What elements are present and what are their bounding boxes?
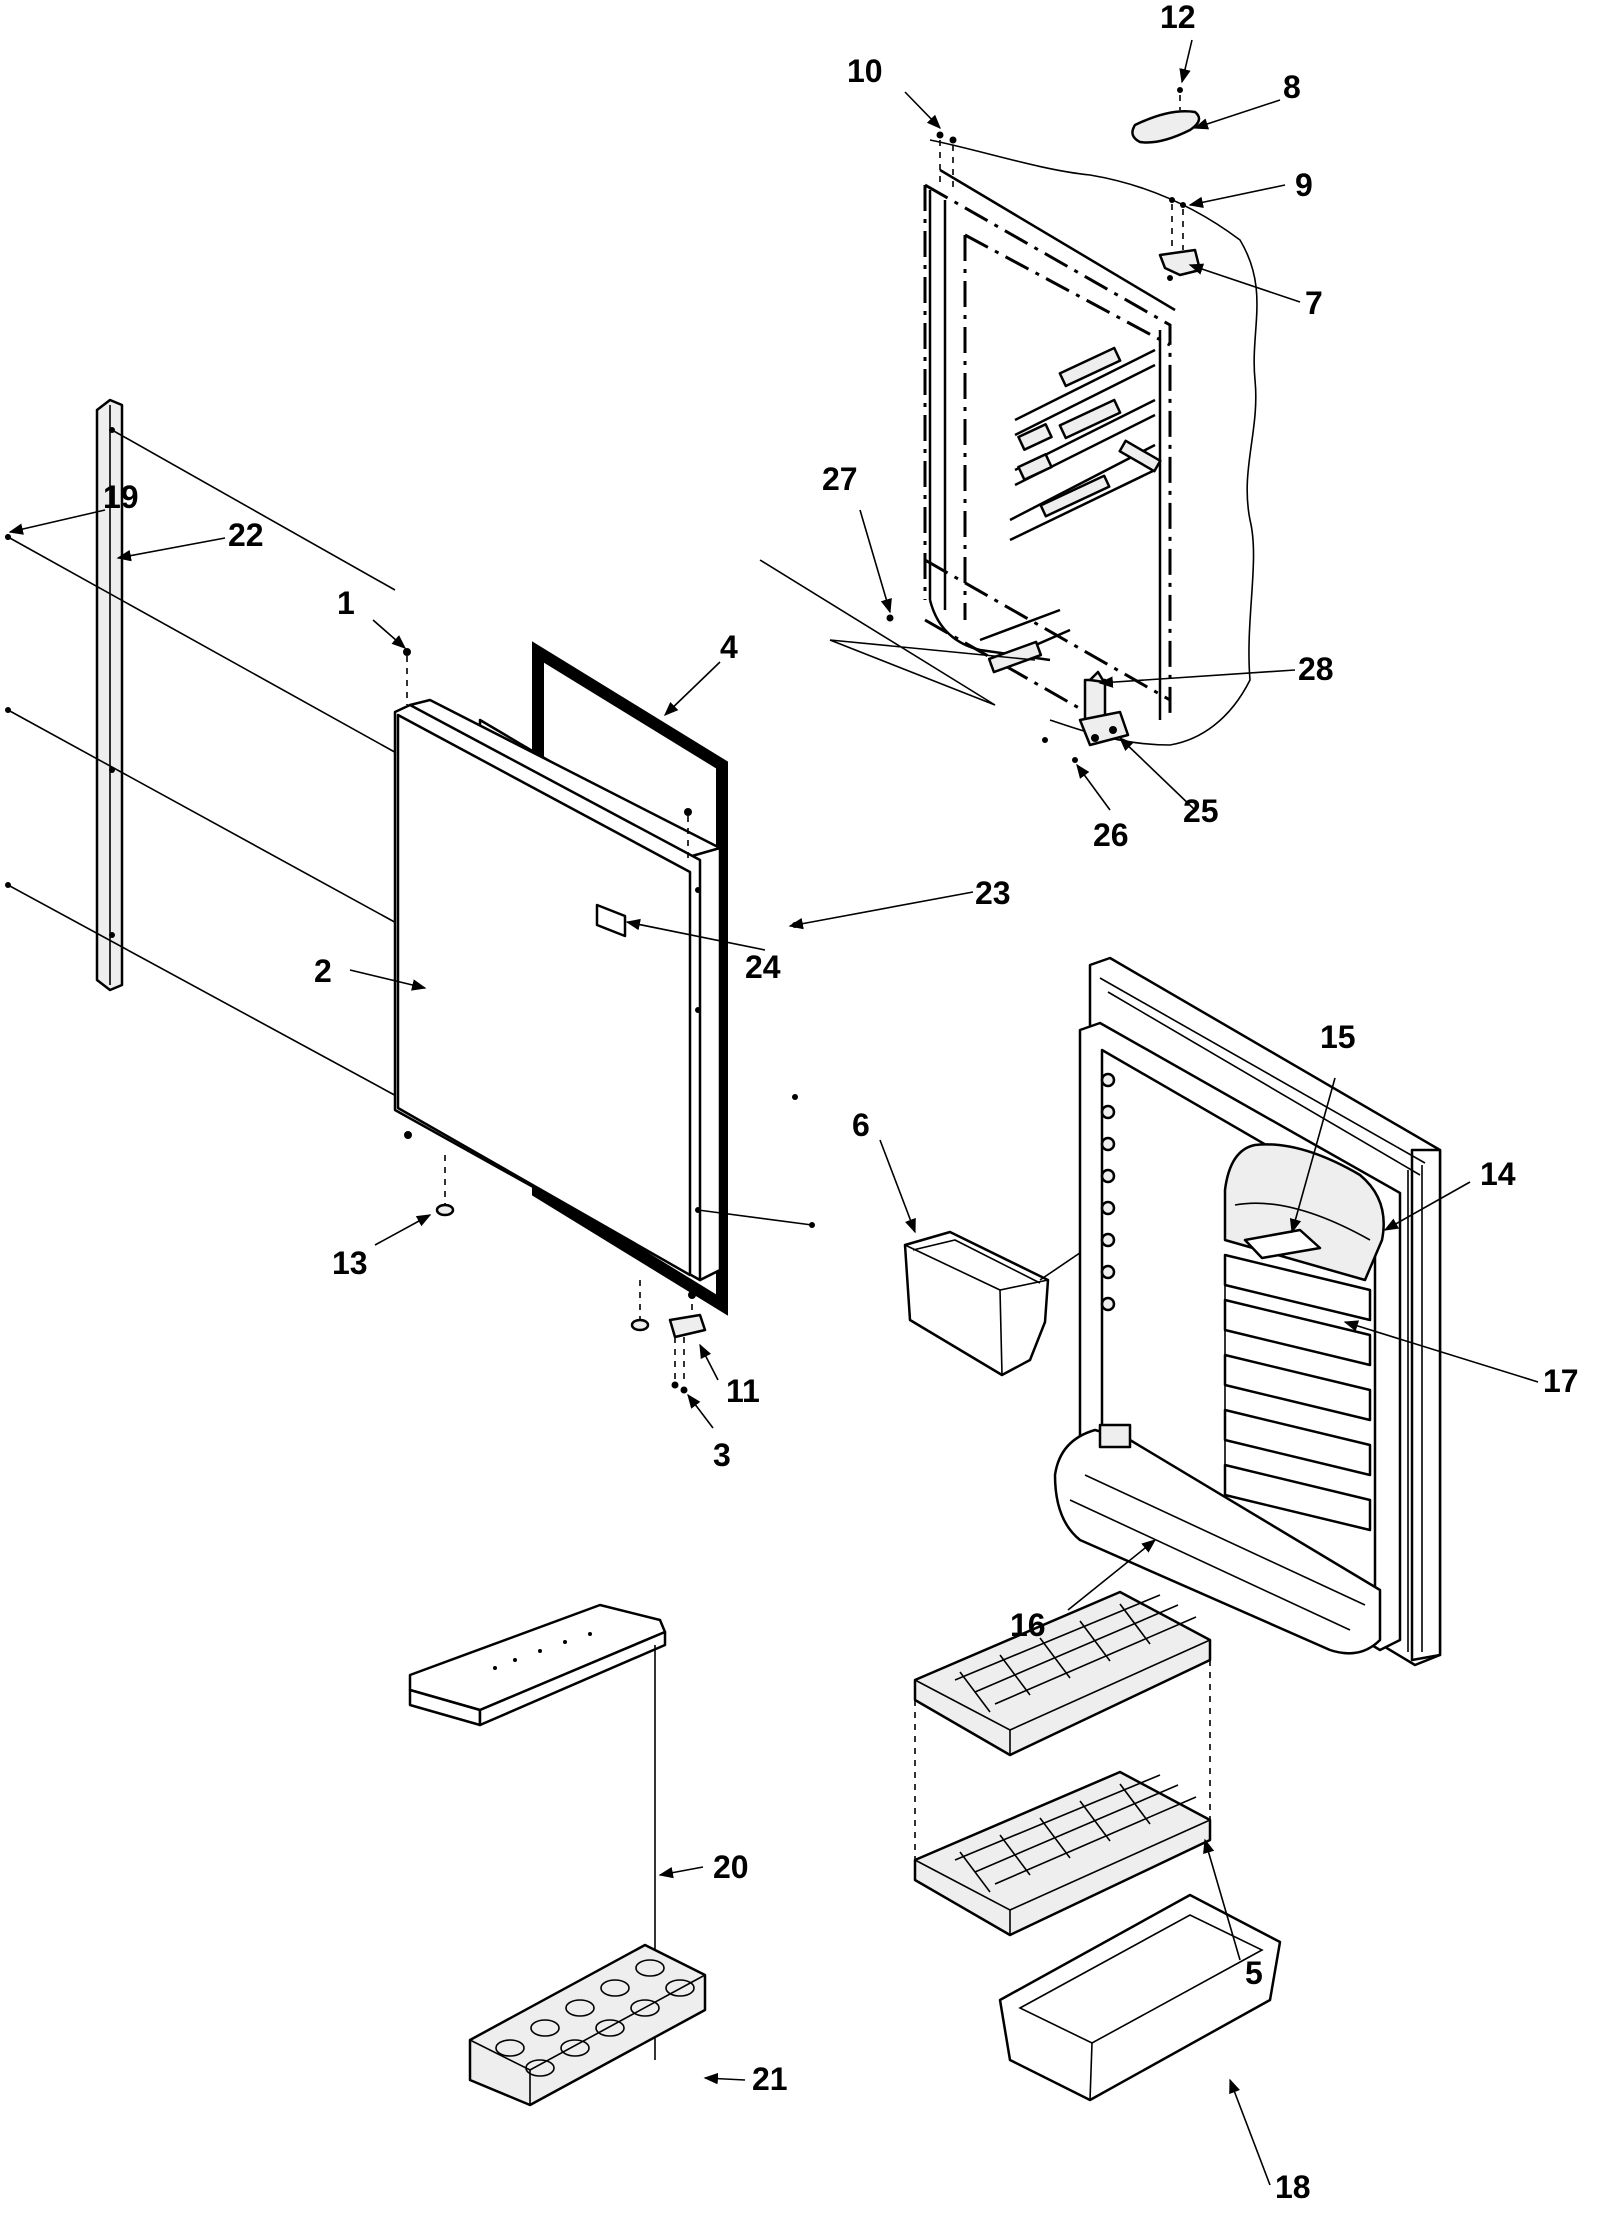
callout-5: 5 [1245,1955,1263,1991]
callout-19: 19 [103,479,139,515]
callout-12: 12 [1160,0,1196,35]
fresh-food-door [1053,956,1442,1667]
callout-28: 28 [1298,651,1334,687]
callout-3: 3 [713,1437,731,1473]
callout-7: 7 [1305,285,1323,321]
callout-13: 13 [332,1245,368,1281]
callout-26: 26 [1093,817,1129,853]
callout-27: 27 [822,461,858,497]
callout-8: 8 [1283,69,1301,105]
callout-18: 18 [1275,2169,1311,2205]
callout-10: 10 [847,53,883,89]
callout-16: 16 [1010,1607,1046,1643]
callout-22: 22 [228,517,264,553]
callout-6: 6 [852,1107,870,1143]
callout-4: 4 [720,629,738,665]
ice-bin [998,1893,1282,2102]
callout-24: 24 [745,949,781,985]
freezer-door [393,641,815,1394]
callout-9: 9 [1295,167,1313,203]
callout-21: 21 [752,2061,788,2097]
ice-tray-cover [408,1603,667,2060]
egg-tray [468,1943,707,2107]
callout-11: 11 [726,1373,760,1409]
callout-23: 23 [975,875,1011,911]
callout-leaders [8,39,1539,2186]
callout-25: 25 [1183,793,1219,829]
callout-14: 14 [1480,1156,1516,1192]
callout-2: 2 [314,953,332,989]
callout-20: 20 [713,1849,749,1885]
callout-labels: 1 2 3 4 5 6 7 8 9 10 11 12 13 14 15 16 1… [103,0,1579,2205]
shelf-peg-column [1100,1072,1116,1312]
callout-15: 15 [1320,1019,1356,1055]
callout-1: 1 [337,585,355,621]
ice-cube-trays [913,1590,1212,1937]
callout-17: 17 [1543,1363,1579,1399]
door-handle [5,398,401,1099]
cabinet-liner [759,87,1258,763]
